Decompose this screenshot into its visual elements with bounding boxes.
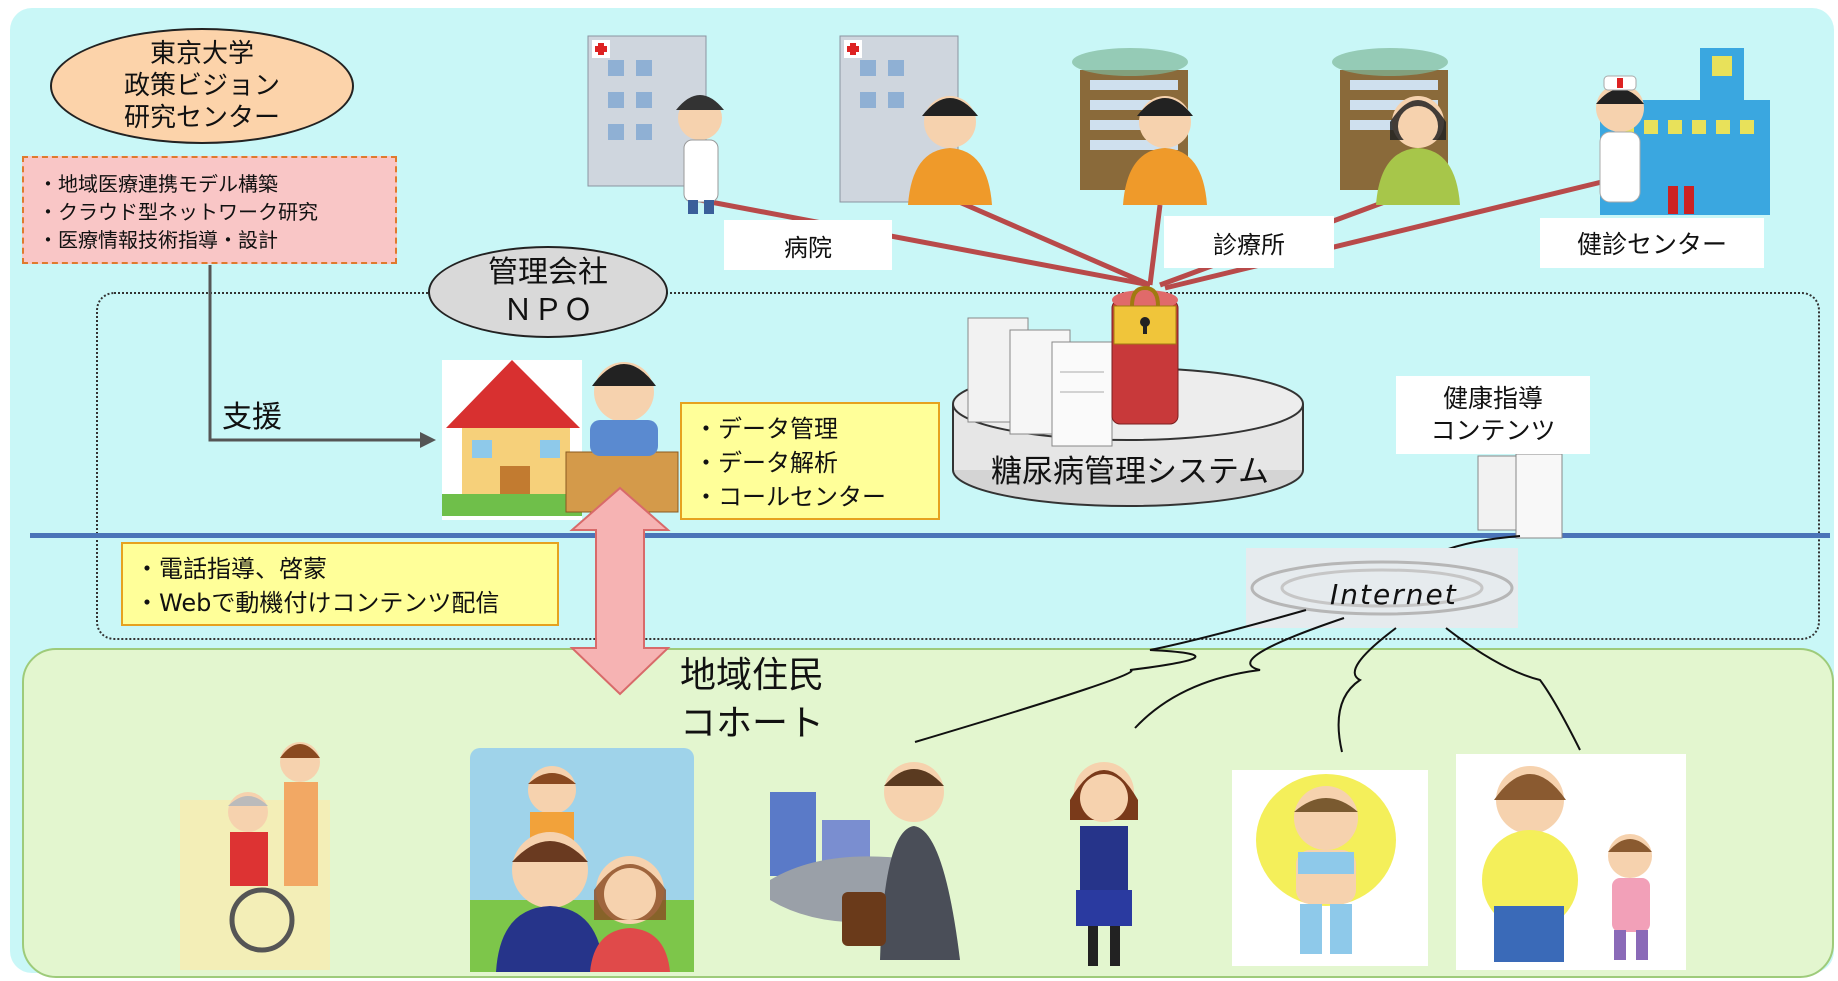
npo-ellipse: 管理会社 ＮＰＯ — [428, 246, 668, 338]
family-icon — [470, 748, 694, 972]
management-boundary — [96, 292, 1820, 640]
child-icon — [1232, 770, 1428, 966]
server-icon — [1477, 453, 1563, 539]
server-icon — [967, 317, 1113, 447]
person-icon — [1123, 96, 1207, 205]
operator-icon — [565, 362, 679, 513]
cohort-line-1: 地域住民 — [680, 655, 825, 696]
divider-line — [30, 533, 1830, 538]
health-content-label: 健康指導 コンテンツ — [1396, 376, 1590, 454]
health-content-line-1: 健康指導 — [1442, 384, 1543, 413]
student-icon — [1070, 762, 1138, 966]
hospital-label: 病院 — [724, 220, 892, 270]
resident-services-box: ・電話指導、啓蒙 ・Webで動機付けコンテンツ配信 — [121, 542, 559, 626]
system-label: 糖尿病管理システム — [990, 454, 1270, 490]
businessman-icon — [770, 762, 960, 960]
role-item: ・クラウド型ネットワーク研究 — [38, 200, 318, 224]
two-way-arrow — [569, 486, 671, 696]
npo-line-1: 管理会社 — [488, 255, 608, 290]
health-content-line-2: コンテンツ — [1430, 416, 1556, 445]
university-line-1: 東京大学 — [149, 39, 254, 69]
service-item: ・データ解析 — [694, 449, 838, 477]
npo-services-box: ・データ管理 ・データ解析 ・コールセンター — [680, 402, 940, 520]
service-item: ・Webで動機付けコンテンツ配信 — [135, 589, 500, 617]
cohort-line-2: コホート — [680, 703, 825, 744]
doctor-icon — [676, 95, 724, 214]
university-roles-box: ・地域医療連携モデル構築 ・クラウド型ネットワーク研究 ・医療情報技術指導・設計 — [22, 156, 397, 264]
university-line-3: 研究センター — [123, 103, 280, 133]
person-icon — [1376, 96, 1460, 205]
support-label: 支援 — [222, 400, 282, 435]
wheelchair-elder-icon — [180, 742, 330, 970]
nurse-icon — [1596, 75, 1644, 203]
health-center-label: 健診センター — [1540, 218, 1764, 268]
university-line-2: 政策ビジョン — [123, 71, 280, 101]
clinic-building-icon — [1072, 48, 1188, 190]
call-center-house-icon — [442, 360, 582, 520]
internet-label: Internet — [1330, 578, 1458, 611]
university-ellipse: 東京大学 政策ビジョン 研究センター — [50, 28, 354, 144]
service-item: ・コールセンター — [694, 483, 886, 511]
service-item: ・データ管理 — [694, 415, 838, 443]
internet-links — [914, 609, 1581, 753]
clinic-label: 診療所 — [1164, 216, 1334, 268]
person-icon — [908, 96, 992, 205]
parent-child-icon — [1456, 754, 1686, 970]
role-item: ・地域医療連携モデル構築 — [38, 172, 278, 196]
cohort-label: 地域住民 コホート — [680, 652, 824, 748]
npo-line-2: ＮＰＯ — [503, 293, 593, 328]
role-item: ・医療情報技術指導・設計 — [38, 228, 278, 252]
service-item: ・電話指導、啓蒙 — [135, 555, 327, 583]
support-arrow — [208, 265, 436, 448]
lock-database-icon — [1111, 285, 1179, 425]
